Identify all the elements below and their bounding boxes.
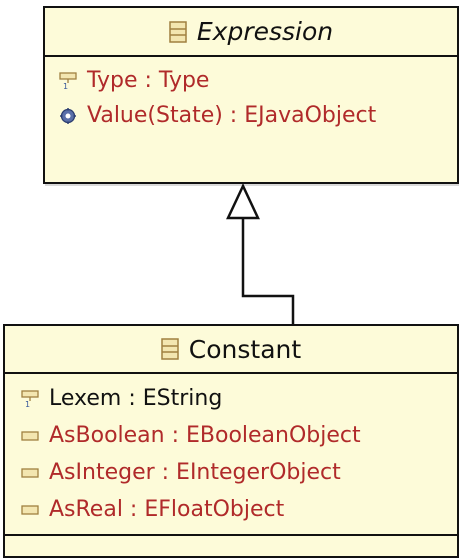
class-icon (169, 20, 187, 43)
class-expression-name: Expression (196, 17, 334, 46)
svg-text:1: 1 (63, 82, 68, 90)
class-expression[interactable]: Expression 1 Type : Type (43, 6, 459, 184)
member-row[interactable]: 1 Type : Type (45, 63, 457, 98)
member-label: Type : Type (87, 68, 210, 93)
class-expression-header: Expression (45, 8, 457, 57)
member-row[interactable]: AsReal : EFloatObject (5, 491, 457, 528)
reference-icon: 1 (21, 389, 39, 408)
class-constant-name: Constant (188, 334, 302, 364)
member-row[interactable]: AsBoolean : EBooleanObject (5, 417, 457, 454)
attribute-icon (21, 430, 39, 441)
member-label: AsBoolean : EBooleanObject (49, 423, 361, 448)
member-label: AsReal : EFloatObject (49, 497, 285, 522)
member-label: Value(State) : EJavaObject (87, 103, 377, 128)
class-expression-members: 1 Type : Type Value(State) : EJavaObject (45, 57, 457, 133)
class-constant[interactable]: Constant 1 Lexem : EString AsBoolean : E… (3, 324, 459, 558)
member-row[interactable]: AsInteger : EIntegerObject (5, 454, 457, 491)
svg-text:1: 1 (25, 400, 30, 408)
class-constant-members: 1 Lexem : EString AsBoolean : EBooleanOb… (5, 374, 457, 536)
operation-icon (60, 107, 76, 124)
member-row[interactable]: Value(State) : EJavaObject (45, 98, 457, 133)
generalization-arrowhead (226, 183, 260, 220)
class-icon (161, 338, 179, 360)
attribute-icon (21, 467, 39, 478)
member-row[interactable]: 1 Lexem : EString (5, 380, 457, 417)
member-label: Lexem : EString (49, 386, 223, 411)
generalization-line (241, 218, 295, 324)
attribute-icon (21, 504, 39, 515)
member-label: AsInteger : EIntegerObject (49, 460, 341, 485)
class-constant-header: Constant (5, 326, 457, 374)
reference-icon: 1 (59, 71, 77, 90)
